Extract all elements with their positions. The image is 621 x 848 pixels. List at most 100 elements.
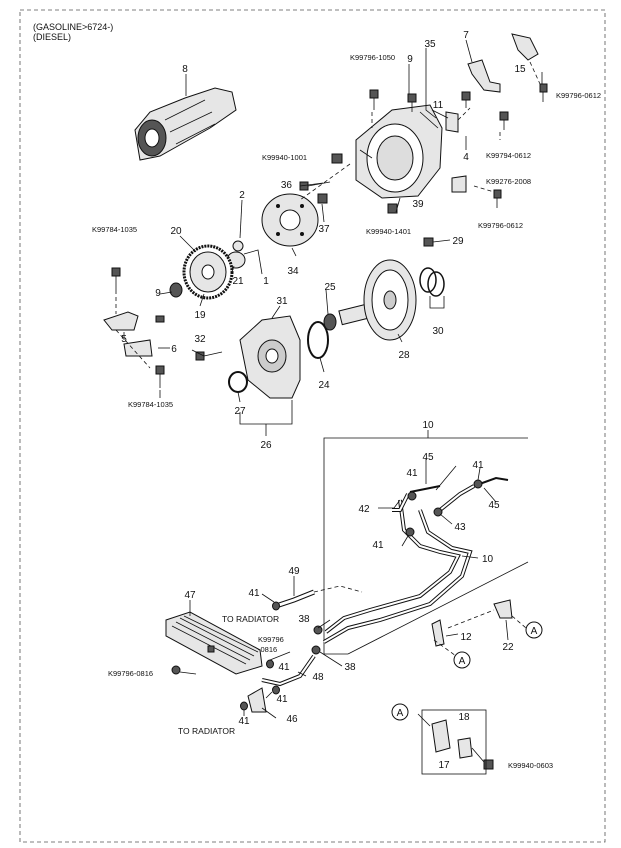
callout-41-e: 41 bbox=[278, 662, 290, 673]
callout-41-f: 41 bbox=[276, 694, 288, 705]
note-to-radiator-1: TO RADIATOR bbox=[222, 614, 279, 624]
bracket-15 bbox=[511, 33, 539, 61]
callout-11: 11 bbox=[433, 100, 444, 111]
clamp-41-a bbox=[272, 601, 280, 611]
bolt-38-a bbox=[313, 625, 323, 635]
callout-41-d: 41 bbox=[248, 588, 260, 599]
callout-4: 4 bbox=[463, 152, 469, 163]
svg-text:A: A bbox=[459, 656, 466, 667]
callout-1: 1 bbox=[263, 276, 269, 287]
cooler-pipes bbox=[322, 476, 509, 644]
clamp-41-c bbox=[272, 685, 280, 695]
leader-lines-lower bbox=[179, 458, 509, 719]
callout-31: 31 bbox=[276, 296, 288, 307]
callout-38-a: 38 bbox=[298, 614, 310, 625]
bracket-46 bbox=[247, 687, 267, 713]
callout-49: 49 bbox=[288, 566, 300, 577]
callout-5: 5 bbox=[121, 334, 127, 345]
callout-43: 43 bbox=[454, 522, 466, 533]
part-number-k99784-1035-a: K99784-1035 bbox=[92, 225, 137, 234]
callout-41-c: 41 bbox=[372, 540, 384, 551]
dashed-guides bbox=[115, 61, 541, 369]
part-number-k99796-1050: K99796-1050 bbox=[350, 53, 395, 62]
snap-ring-30b bbox=[427, 271, 445, 297]
callout-29: 29 bbox=[452, 236, 464, 247]
callout-9-mid: 9 bbox=[155, 288, 161, 299]
clamp-k99276 bbox=[451, 175, 467, 193]
callout-18: 18 bbox=[458, 712, 470, 723]
callout-32: 32 bbox=[194, 334, 206, 345]
diagram-border bbox=[19, 9, 606, 843]
callout-24: 24 bbox=[318, 380, 330, 391]
callout-36: 36 bbox=[281, 180, 293, 191]
callout-2: 2 bbox=[239, 190, 245, 201]
callout-45-b: 45 bbox=[488, 500, 500, 511]
header-line-2: (DIESEL) bbox=[33, 32, 72, 42]
part-number-k99940-1001: K99940-1001 bbox=[262, 153, 307, 162]
callout-37: 37 bbox=[318, 224, 330, 235]
callout-9-top: 9 bbox=[407, 54, 413, 65]
seal-27 bbox=[228, 371, 248, 393]
part-number-k99276-2008: K99276-2008 bbox=[486, 177, 531, 186]
callout-47: 47 bbox=[184, 590, 196, 601]
callout-38-b: 38 bbox=[344, 662, 356, 673]
part-number-k99796-0612-a: K99796-0612 bbox=[556, 91, 601, 100]
cooler-lines-box bbox=[323, 430, 529, 655]
bearing-24 bbox=[307, 321, 329, 359]
callout-25: 25 bbox=[324, 282, 336, 293]
callout-46: 46 bbox=[286, 714, 298, 725]
ring-25 bbox=[323, 313, 337, 331]
plate-9 bbox=[169, 282, 183, 298]
svg-text:A: A bbox=[531, 626, 538, 637]
callout-45-a: 45 bbox=[422, 452, 434, 463]
callout-28: 28 bbox=[398, 350, 410, 361]
part-number-0816: -0816 bbox=[258, 645, 277, 654]
part-number-k99796-0816: K99796-0816 bbox=[108, 669, 153, 678]
callout-8: 8 bbox=[182, 64, 188, 75]
reference-circle-a-3: A bbox=[391, 703, 409, 721]
snap-ring-30a bbox=[419, 267, 437, 293]
stator-28 bbox=[338, 259, 417, 341]
bolt-k99796-0816 bbox=[171, 665, 181, 675]
oil-pump-31 bbox=[239, 315, 301, 399]
callout-39: 39 bbox=[412, 199, 424, 210]
transmission-assembly bbox=[134, 87, 237, 161]
callout-27: 27 bbox=[234, 406, 246, 417]
part-number-k99796: K99796 bbox=[258, 635, 284, 644]
bolt-9 bbox=[155, 315, 165, 323]
leader-lines bbox=[123, 39, 543, 436]
clamp-41-d bbox=[240, 701, 248, 711]
reference-circle-a-1: A bbox=[525, 621, 543, 639]
part-number-k99940-1401: K99940-1401 bbox=[366, 227, 411, 236]
callout-41-g: 41 bbox=[238, 716, 250, 727]
bracket-22 bbox=[493, 599, 513, 619]
bracket-7 bbox=[467, 59, 501, 93]
callout-41-b: 41 bbox=[472, 460, 484, 471]
detail-a-bracket bbox=[417, 709, 487, 775]
part-number-k99796-0612-b: K99796-0612 bbox=[478, 221, 523, 230]
callout-26: 26 bbox=[260, 440, 272, 451]
callout-15: 15 bbox=[514, 64, 526, 75]
part-number-k99784-1035-b: K99784-1035 bbox=[128, 400, 173, 409]
reference-circle-a-2: A bbox=[453, 651, 471, 669]
svg-text:A: A bbox=[397, 708, 404, 719]
callout-30: 30 bbox=[432, 326, 444, 337]
callout-20: 20 bbox=[170, 226, 182, 237]
callout-10-mid: 10 bbox=[482, 554, 494, 565]
callout-34: 34 bbox=[287, 266, 299, 277]
bell-housing bbox=[355, 104, 443, 199]
washer-2 bbox=[232, 240, 244, 252]
callout-48: 48 bbox=[312, 672, 324, 683]
callout-21: 21 bbox=[232, 276, 244, 287]
callout-17: 17 bbox=[438, 760, 450, 771]
bolt-38-b bbox=[311, 645, 321, 655]
callout-6: 6 bbox=[171, 344, 177, 355]
bolt-icons bbox=[111, 83, 548, 770]
header-line-1: (GASOLINE>6724-) bbox=[33, 22, 114, 32]
flywheel-19 bbox=[182, 244, 234, 300]
part-number-k99794-0612: K99794-0612 bbox=[486, 151, 531, 160]
callout-35: 35 bbox=[424, 39, 436, 50]
note-to-radiator-2: TO RADIATOR bbox=[178, 726, 235, 736]
drive-plate-34 bbox=[261, 193, 319, 247]
